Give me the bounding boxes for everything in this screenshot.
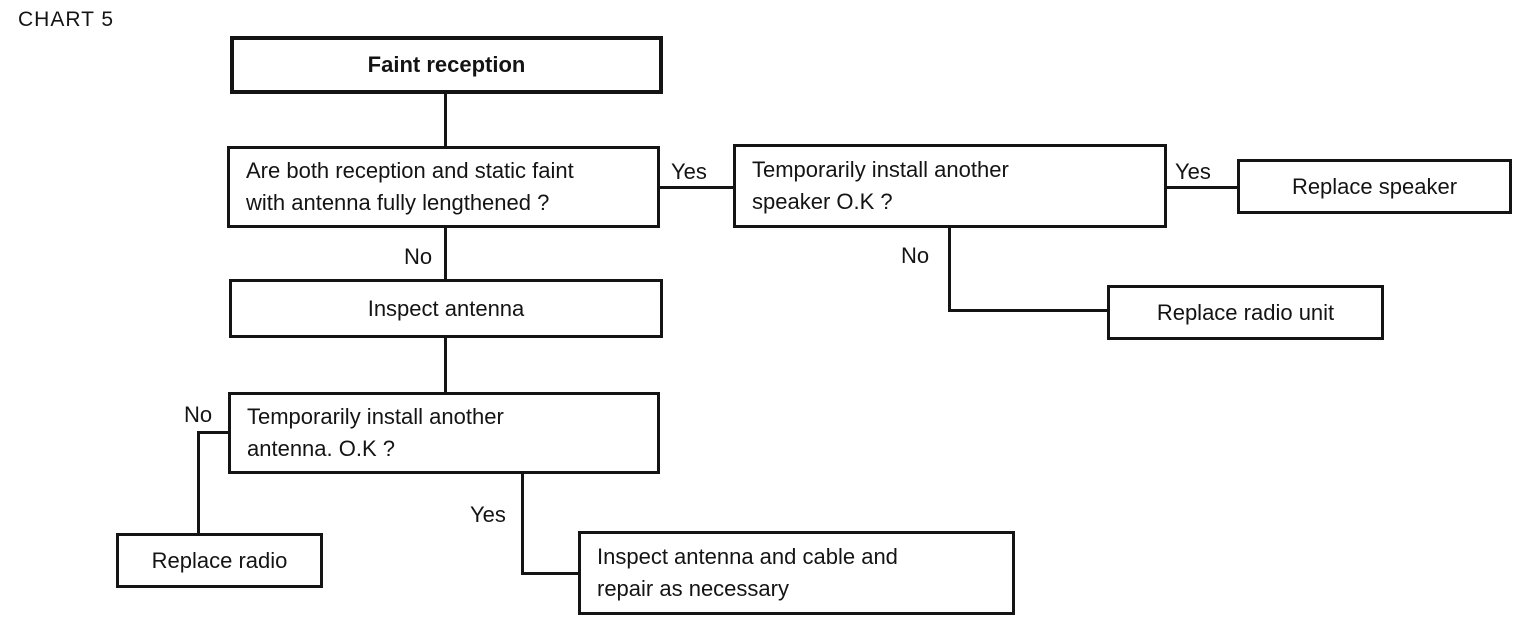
node-question-install-speaker: Temporarily install another speaker O.K … xyxy=(733,144,1167,228)
node-label: Replace radio unit xyxy=(1156,299,1335,325)
connector-yes-horizontal-to-inspect-repair xyxy=(521,572,580,575)
node-label-line2: antenna. O.K ? xyxy=(247,436,395,461)
edge-label-yes: Yes xyxy=(1175,159,1211,184)
node-label-line1: Temporarily install another xyxy=(247,404,504,429)
node-faint-reception: Faint reception xyxy=(230,36,663,94)
node-inspect-antenna: Inspect antenna xyxy=(229,279,663,338)
connector-yes-to-speaker-question xyxy=(660,186,735,189)
connector-inspect-to-antenna-question xyxy=(444,336,447,394)
connector-no-vertical-to-replace-radio xyxy=(197,431,200,535)
connector-yes-vertical-antenna-question xyxy=(521,472,524,575)
node-label: Faint reception xyxy=(367,52,526,77)
connector-no-vertical-speaker xyxy=(948,226,951,312)
node-question-reception-static: Are both reception and static faint with… xyxy=(227,146,660,228)
edge-label-no: No xyxy=(184,402,213,427)
node-replace-radio: Replace radio xyxy=(116,533,323,588)
node-label-line2: speaker O.K ? xyxy=(752,189,893,214)
node-label-line1: Inspect antenna and cable and xyxy=(597,544,898,569)
connector-yes-to-replace-speaker xyxy=(1165,186,1239,189)
node-label-line1: Are both reception and static faint xyxy=(246,158,574,183)
edge-label-no: No xyxy=(901,243,930,268)
node-inspect-repair: Inspect antenna and cable and repair as … xyxy=(578,531,1015,615)
node-replace-speaker: Replace speaker xyxy=(1237,159,1512,214)
node-label-line1: Temporarily install another xyxy=(752,157,1009,182)
node-label: Replace speaker xyxy=(1291,173,1458,199)
edge-label-yes: Yes xyxy=(671,159,707,184)
node-replace-radio-unit: Replace radio unit xyxy=(1107,285,1384,340)
node-label: Inspect antenna xyxy=(367,295,525,321)
connector-no-horizontal-to-replace-radio-unit xyxy=(948,309,1109,312)
connector-faint-to-question xyxy=(444,94,447,148)
edge-label-no: No xyxy=(404,244,433,269)
node-label-line2: repair as necessary xyxy=(597,576,789,601)
chart-title: CHART 5 xyxy=(18,8,115,31)
node-label: Replace radio xyxy=(151,547,288,573)
connector-no-to-inspect-antenna xyxy=(444,226,447,281)
node-question-install-antenna: Temporarily install another antenna. O.K… xyxy=(228,392,660,474)
node-label-line2: with antenna fully lengthened ? xyxy=(246,190,550,215)
edge-label-yes: Yes xyxy=(470,502,506,527)
connector-no-stub-antenna-question xyxy=(197,431,230,434)
